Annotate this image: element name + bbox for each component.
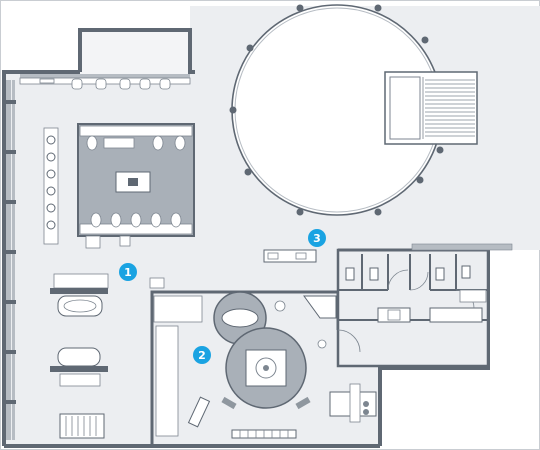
washbasin-column — [43, 127, 59, 245]
marker-1-label: 1 — [124, 266, 132, 279]
restroom-block — [336, 243, 513, 368]
marker-1[interactable]: 1 — [119, 263, 137, 281]
staircase — [384, 71, 478, 145]
middle-counter — [263, 249, 317, 263]
marker-3-label: 3 — [313, 232, 321, 245]
marker-3[interactable]: 3 — [308, 229, 326, 247]
location-markers: 1 2 3 — [119, 229, 326, 364]
pavilion-columns — [229, 4, 444, 216]
balcony-top — [80, 30, 190, 74]
round-pavilion — [229, 4, 478, 216]
central-island — [77, 123, 195, 249]
window-mullions — [4, 100, 16, 404]
window-strips — [6, 74, 190, 440]
marker-2[interactable]: 2 — [193, 346, 211, 364]
top-shelf — [19, 77, 191, 90]
lower-left-displays — [50, 273, 165, 439]
marker-2-label: 2 — [198, 349, 206, 362]
